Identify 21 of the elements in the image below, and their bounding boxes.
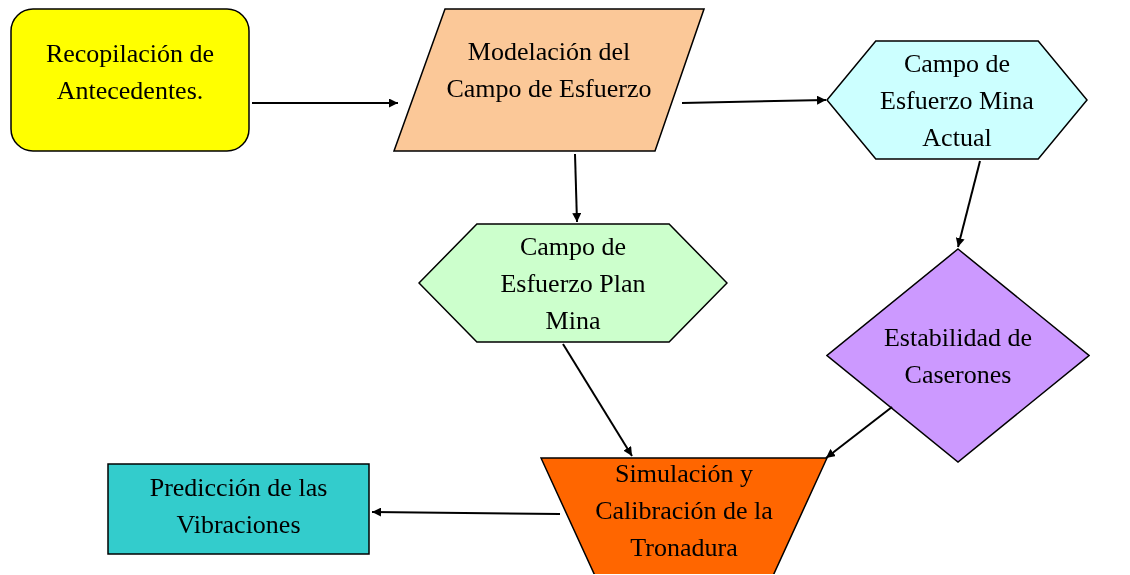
node-label: Estabilidad de Caserones xyxy=(883,321,1033,391)
arrow xyxy=(955,160,981,248)
node-label: Campo de Esfuerzo Mina Actual xyxy=(879,47,1035,154)
node-label: Modelación del Campo de Esfuerzo xyxy=(445,36,653,105)
data-parallelogram xyxy=(393,8,705,152)
arrow xyxy=(371,507,561,517)
preparation-hexagon xyxy=(826,40,1088,160)
node-label: Simulación y Calibración de la Tronadura xyxy=(594,458,774,564)
arrow xyxy=(825,406,893,459)
arrow xyxy=(562,343,633,457)
manual-operation-trapezoid xyxy=(540,457,828,574)
preparation-hexagon xyxy=(418,223,728,343)
arrow xyxy=(572,153,582,223)
node-label: Recopilación de Antecedentes. xyxy=(44,38,216,107)
decision-diamond xyxy=(826,248,1090,463)
start-box xyxy=(10,8,250,152)
arrow xyxy=(251,98,399,108)
node-label: Campo de Esfuerzo Plan Mina xyxy=(499,230,647,337)
node-label: Predicción de las Vibraciones xyxy=(148,472,329,541)
arrow xyxy=(681,95,827,105)
process-box xyxy=(107,463,370,555)
